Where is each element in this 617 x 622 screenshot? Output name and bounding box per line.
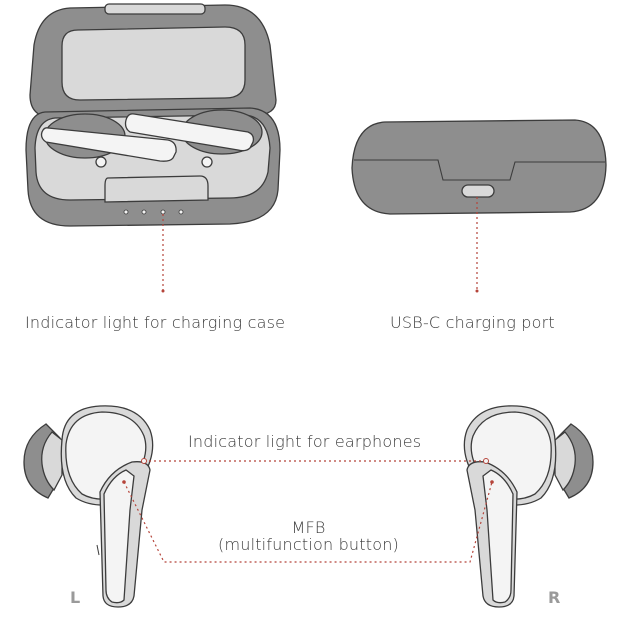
- case-indicator-dot-2: [141, 209, 147, 215]
- lid-hinge-top: [104, 3, 206, 15]
- left-stem-edge: [96, 544, 100, 556]
- usb-port-label: USB-C charging port: [390, 313, 555, 332]
- case-front-notch: [104, 175, 209, 203]
- case-indicator-dot-1: [123, 209, 129, 215]
- closed-case-body: [351, 119, 607, 215]
- right-marker: R: [548, 588, 561, 607]
- open-charging-case: [25, 3, 281, 227]
- earphone-indicator-label: Indicator light for earphones: [188, 432, 422, 451]
- lid-inner-panel: [61, 26, 246, 101]
- left-earphone: [23, 405, 154, 608]
- usb-c-port-icon: [461, 184, 495, 198]
- right-earphone: [463, 405, 594, 608]
- left-earbud-stem-in-case: [40, 127, 177, 162]
- left-ear-tip-inner: [41, 431, 63, 492]
- right-earbud-stem-in-case: [124, 113, 255, 152]
- usb-port-pointer-end: [475, 289, 479, 293]
- right-contact: [201, 156, 213, 168]
- closed-charging-case: [351, 119, 607, 215]
- left-earphone-indicator: [141, 458, 147, 464]
- right-earphone-indicator: [483, 458, 489, 464]
- left-mfb-dot: [122, 480, 126, 484]
- case-indicator-label: Indicator light for charging case: [25, 313, 286, 332]
- left-contact: [95, 156, 107, 168]
- right-mfb-dot: [490, 480, 494, 484]
- case-indicator-pointer-end: [161, 289, 165, 293]
- closed-case-seam: [354, 159, 605, 181]
- case-indicator-dot-4: [178, 209, 184, 215]
- mfb-label: MFB: [291, 518, 326, 537]
- right-ear-tip-inner: [554, 431, 576, 492]
- mfb-description-label: (multifunction button): [218, 535, 399, 554]
- right-earphone-stem-face: [482, 469, 514, 604]
- mfb-pointer: [123, 481, 493, 563]
- left-earphone-stem-face: [103, 469, 135, 604]
- left-marker: L: [70, 588, 81, 607]
- case-indicator-dot-3: [160, 209, 166, 215]
